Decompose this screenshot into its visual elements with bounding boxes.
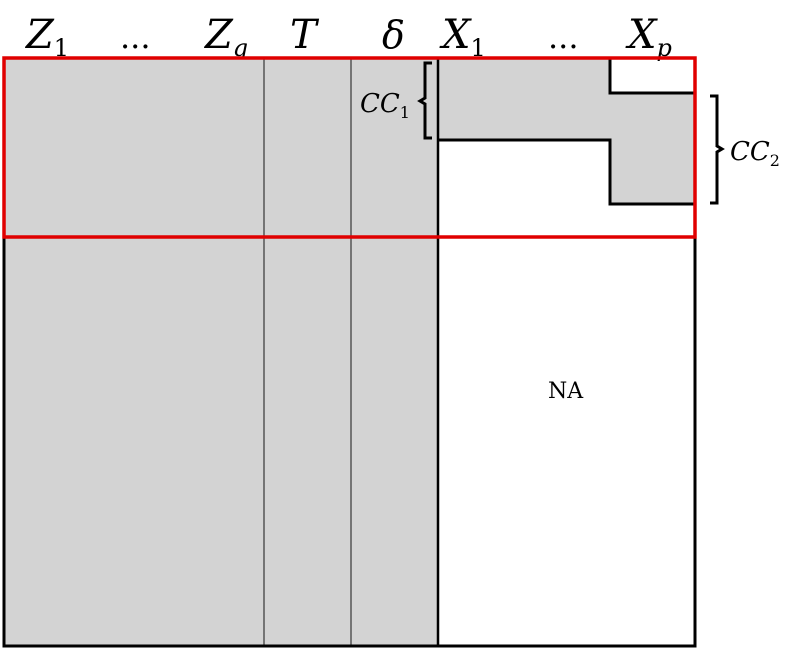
missing-corner-boundary xyxy=(608,58,695,95)
header-xp: Xp xyxy=(625,12,672,62)
header-delta: δ xyxy=(382,13,405,57)
column-headers: Z1 ... Zq T δ X1 ... Xp xyxy=(24,12,672,62)
missing-region-boundary xyxy=(438,138,695,206)
header-zq: Zq xyxy=(203,12,248,62)
cc2-label: CC2 xyxy=(730,137,780,170)
header-dots-right: ... xyxy=(548,18,579,56)
observed-covariates-block xyxy=(4,58,438,646)
na-label: NA xyxy=(548,379,584,404)
header-t: T xyxy=(290,12,320,58)
header-z1: Z1 xyxy=(24,12,69,62)
cc1-brace xyxy=(417,61,432,140)
header-x1: X1 xyxy=(439,12,486,62)
observed-x-region xyxy=(438,58,695,204)
cc2-brace xyxy=(710,94,725,205)
header-dots-left: ... xyxy=(120,18,151,56)
cc1-label: CC1 xyxy=(360,89,410,122)
complete-case-highlight xyxy=(2,56,697,239)
